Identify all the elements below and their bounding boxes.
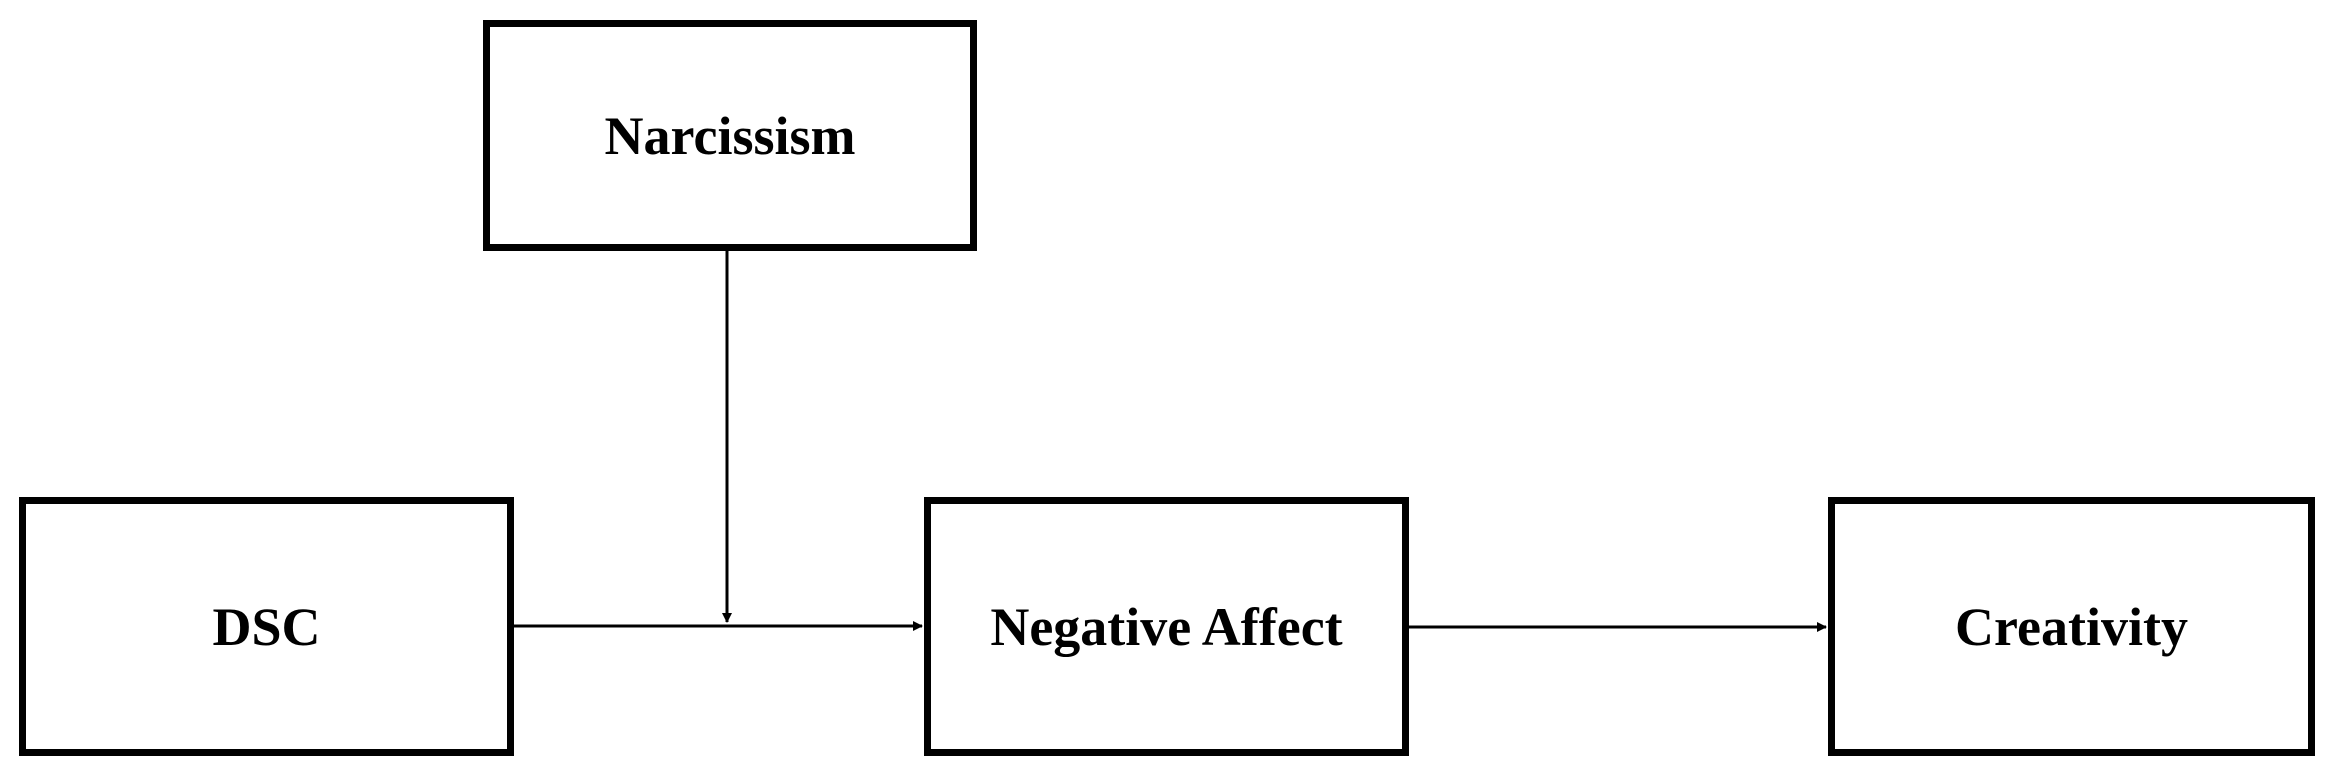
negative-affect-box: Negative Affect [924, 497, 1409, 756]
dsc-label: DSC [212, 596, 321, 657]
creativity-box: Creativity [1828, 497, 2315, 756]
negative-affect-label: Negative Affect [990, 596, 1343, 657]
dsc-box: DSC [19, 497, 514, 756]
narcissism-label: Narcissism [604, 105, 856, 166]
creativity-label: Creativity [1955, 596, 2188, 657]
narcissism-box: Narcissism [483, 20, 977, 251]
